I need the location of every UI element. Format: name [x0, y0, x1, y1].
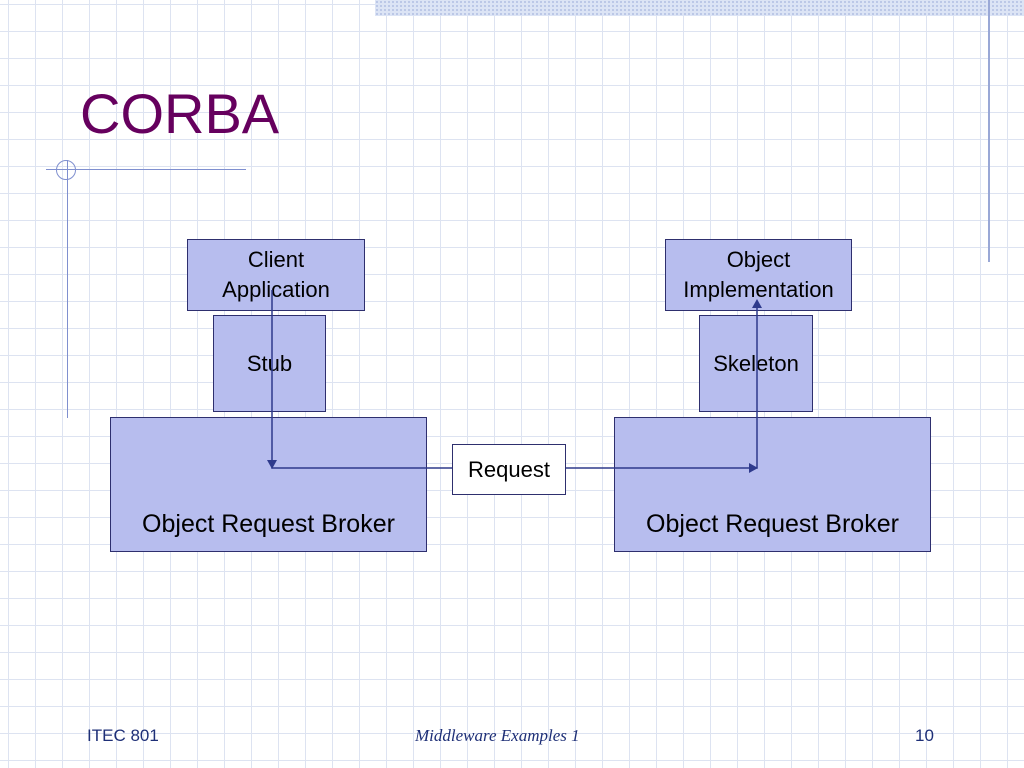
page-number: 10: [915, 726, 934, 745]
stub-box: Stub: [213, 315, 326, 412]
request-box: Request: [452, 444, 566, 495]
orb-left-box: Object Request Broker: [110, 417, 427, 552]
down-arrowhead: [267, 460, 277, 469]
top-decoration-band: [375, 0, 1024, 16]
orb-right-box: Object Request Broker: [614, 417, 931, 552]
right-arrowhead: [749, 463, 758, 473]
title-underline: [46, 169, 246, 170]
footer-course: ITEC 801: [87, 726, 159, 745]
object-implementation-box: Object Implementation: [665, 239, 852, 311]
skeleton-box: Skeleton: [699, 315, 813, 412]
client-to-request-connector: [271, 290, 758, 469]
left-decoration-rule: [67, 160, 68, 418]
slide-title: CORBA: [80, 82, 280, 145]
title-decoration-circle: [56, 160, 76, 180]
client-application-box: Client Application: [187, 239, 365, 311]
right-decoration-rule: [988, 0, 990, 262]
footer-title: Middleware Examples 1: [415, 726, 580, 745]
up-arrowhead: [752, 299, 762, 308]
